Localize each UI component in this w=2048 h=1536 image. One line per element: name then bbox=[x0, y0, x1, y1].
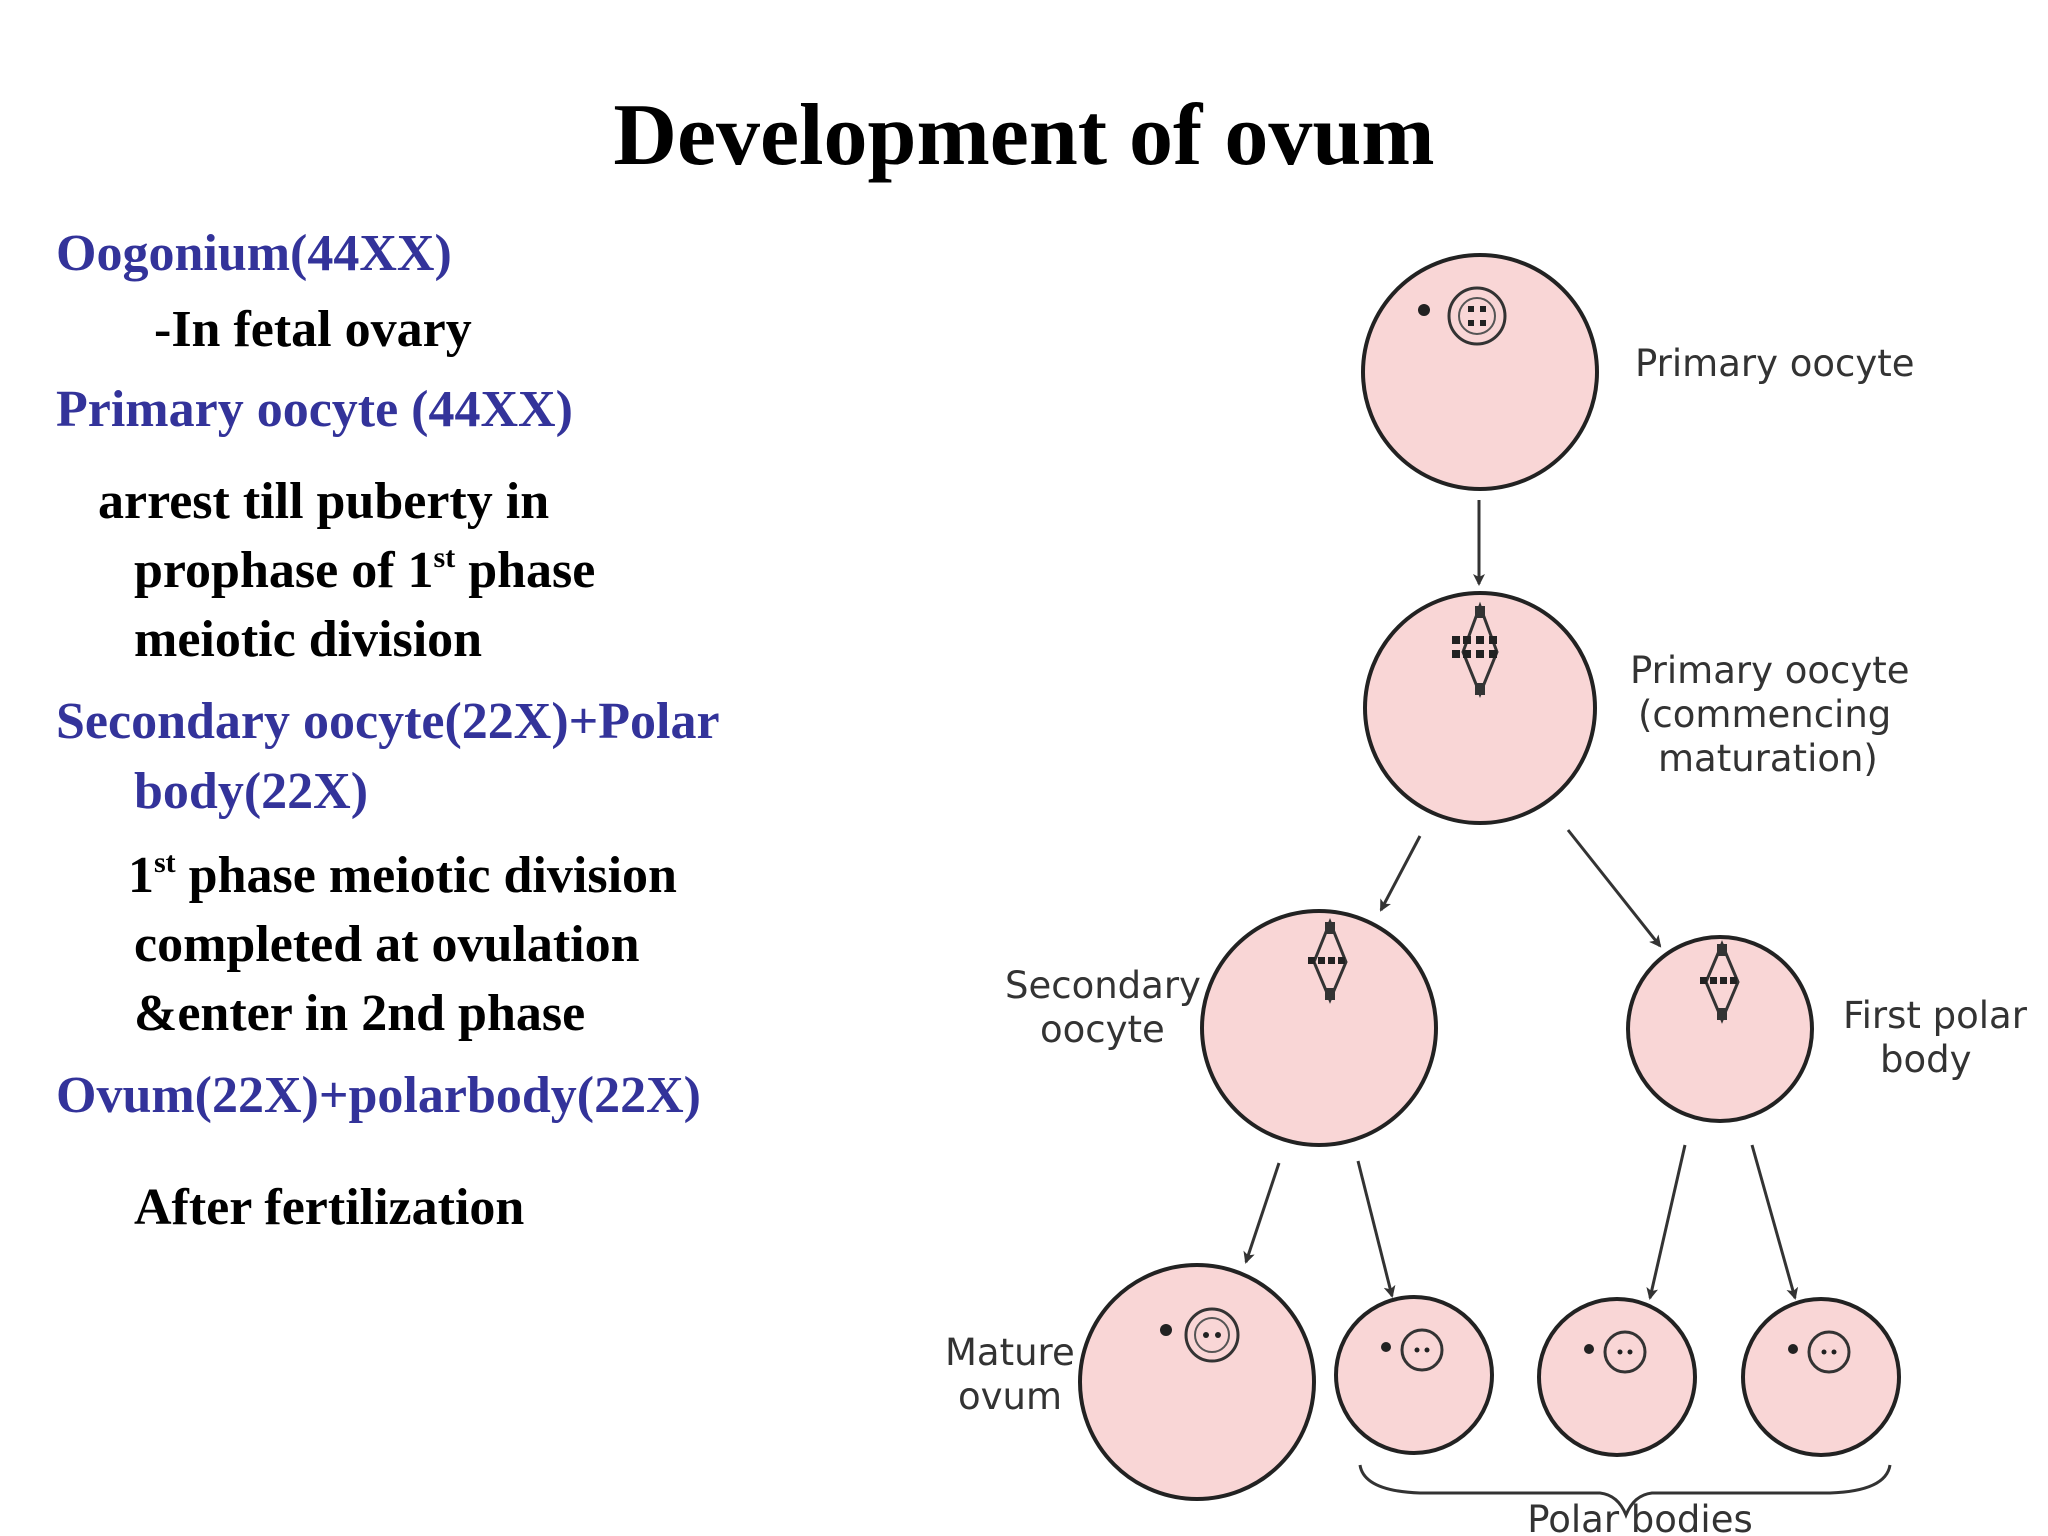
label-commencing-1: Primary oocyte bbox=[1630, 649, 1910, 692]
centrosome-dot bbox=[1584, 1344, 1594, 1354]
label-mature-2: ovum bbox=[958, 1375, 1062, 1418]
heading-primary-oocyte: Primary oocyte (44XX) bbox=[56, 381, 573, 438]
spindle-pole-bottom bbox=[1475, 683, 1485, 695]
note-primary-3: meiotic division bbox=[134, 611, 483, 668]
cell-body bbox=[1078, 1263, 1316, 1501]
note-secondary-1: 1st phase meiotic division bbox=[128, 846, 677, 904]
nucleolus-ring bbox=[1458, 297, 1496, 335]
label-commencing-3: maturation) bbox=[1658, 737, 1878, 780]
centrosome-dot bbox=[1788, 1344, 1798, 1354]
label-primary-oocyte: Primary oocyte bbox=[1635, 342, 1915, 385]
description-text: Oogonium(44XX) -In fetal ovary Primary o… bbox=[0, 0, 900, 1536]
nucleus bbox=[1184, 1307, 1240, 1363]
label-commencing-2: (commencing bbox=[1638, 693, 1891, 736]
note-secondary-2: completed at ovulation bbox=[134, 916, 640, 973]
cell-body bbox=[1537, 1297, 1697, 1457]
label-mature-1: Mature bbox=[945, 1331, 1075, 1374]
label-secondary-2: oocyte bbox=[1040, 1008, 1165, 1051]
chromosomes bbox=[1308, 957, 1345, 964]
cell-body bbox=[1626, 935, 1814, 1123]
first-polar-body-cell bbox=[1626, 935, 1814, 1123]
polar-body-3-cell bbox=[1741, 1297, 1901, 1457]
label-first-polar-2: body bbox=[1880, 1038, 1972, 1081]
heading-oogonium: Oogonium(44XX) bbox=[56, 225, 452, 282]
nucleus bbox=[1807, 1330, 1851, 1374]
chromosomes bbox=[1700, 977, 1737, 984]
spindle-pole-top bbox=[1717, 944, 1727, 956]
polar-bodies-brace bbox=[1358, 1464, 1892, 1520]
label-polar-bodies: Polar bodies bbox=[1527, 1498, 1753, 1536]
note-primary-1: arrest till puberty in bbox=[98, 473, 550, 530]
spindle-pole-top bbox=[1325, 922, 1335, 934]
note-secondary-3: &enter in 2nd phase bbox=[134, 985, 586, 1042]
spindle-pole-top bbox=[1475, 606, 1485, 618]
arrow-to-secondary-oocyte bbox=[1379, 835, 1422, 912]
chromosomes bbox=[1452, 636, 1497, 658]
cell-body bbox=[1741, 1297, 1901, 1457]
centrosome-dot bbox=[1381, 1342, 1391, 1352]
label-first-polar-1: First polar bbox=[1843, 994, 2028, 1037]
note-ovum: After fertilization bbox=[134, 1179, 525, 1236]
nucleus bbox=[1447, 286, 1507, 346]
cell-body bbox=[1363, 591, 1597, 825]
mature-ovum-cell bbox=[1078, 1263, 1316, 1501]
chromosome bbox=[1203, 1332, 1209, 1338]
centrosome-dot bbox=[1160, 1324, 1172, 1336]
arrow-to-first-polar-body bbox=[1566, 829, 1662, 948]
heading-secondary-oocyte: Secondary oocyte(22X)+Polar bbox=[56, 693, 720, 750]
nucleus bbox=[1400, 1328, 1444, 1372]
secondary-oocyte-cell bbox=[1200, 909, 1438, 1147]
arrow-to-polar-body-2 bbox=[1646, 1144, 1687, 1300]
cell-body bbox=[1200, 909, 1438, 1147]
arrow-to-polar-body-3 bbox=[1750, 1144, 1799, 1300]
label-secondary-1: Secondary bbox=[1005, 964, 1201, 1007]
nucleus bbox=[1603, 1330, 1647, 1374]
spindle-pole-bottom bbox=[1325, 988, 1335, 1000]
arrow-to-polar-body-1 bbox=[1356, 1160, 1396, 1298]
chromosome bbox=[1215, 1332, 1221, 1338]
polar-body-1-cell bbox=[1334, 1295, 1494, 1455]
page-title: Development of ovum bbox=[613, 87, 1435, 184]
commencing-oocyte-cell bbox=[1363, 591, 1597, 825]
spindle-pole-bottom bbox=[1717, 1008, 1727, 1020]
polar-body-2-cell bbox=[1537, 1297, 1697, 1457]
note-primary-2: prophase of 1st phase bbox=[134, 541, 596, 599]
arrow-to-mature-ovum bbox=[1243, 1162, 1281, 1264]
heading-ovum: Ovum(22X)+polarbody(22X) bbox=[56, 1067, 701, 1124]
nucleolus-ring bbox=[1194, 1317, 1230, 1353]
note-oogonium: -In fetal ovary bbox=[154, 301, 472, 358]
heading-secondary-oocyte-cont: body(22X) bbox=[134, 763, 369, 820]
chromosomes bbox=[1468, 306, 1486, 326]
primary-oocyte-cell bbox=[1361, 253, 1599, 491]
centrosome-dot bbox=[1418, 304, 1430, 316]
cell-body bbox=[1334, 1295, 1494, 1455]
